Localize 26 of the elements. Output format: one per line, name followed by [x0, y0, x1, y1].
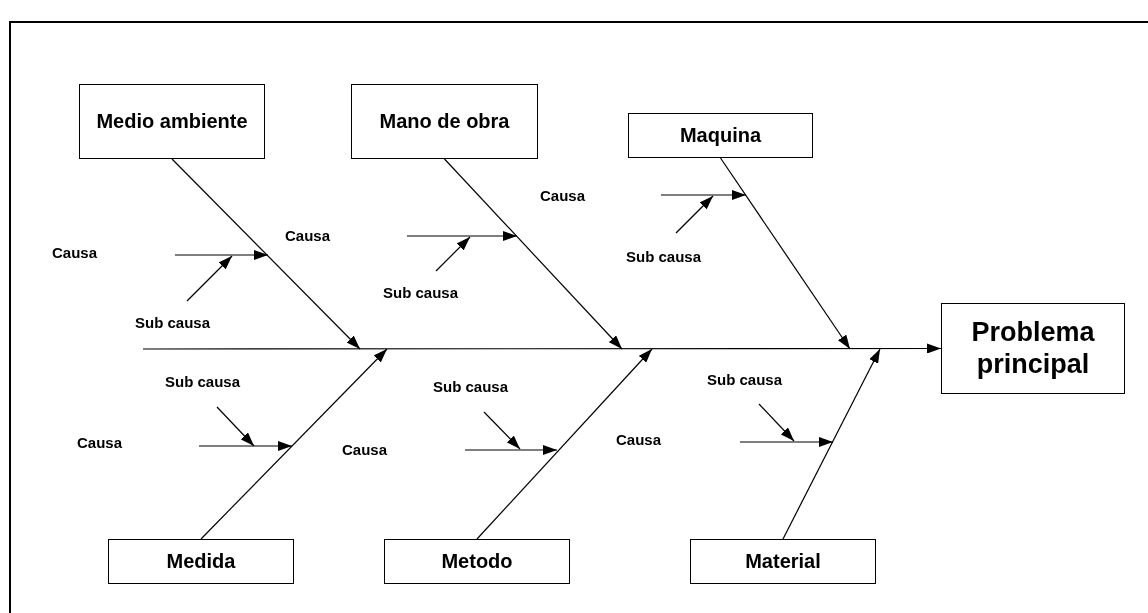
cause-label: Causa [52, 244, 98, 262]
arrow [200, 348, 388, 540]
arrow [142, 343, 942, 354]
cause-label: Causa [616, 431, 662, 449]
arrow [719, 157, 851, 350]
category-box: Medida [108, 539, 294, 584]
category-box: Metodo [384, 539, 570, 584]
cause-label: Causa [77, 434, 123, 452]
arrow [782, 348, 881, 540]
cause-label: Causa [285, 227, 331, 245]
arrow [476, 348, 653, 540]
category-box: Mano de obra [351, 84, 538, 159]
cause-label: Sub causa [135, 314, 211, 332]
category-box: Material [690, 539, 876, 584]
arrow [171, 158, 361, 350]
category-box: Medio ambiente [79, 84, 265, 159]
cause-label: Causa [342, 441, 388, 459]
problem-box: Problema principal [941, 303, 1125, 394]
cause-label: Sub causa [626, 248, 702, 266]
category-box: Maquina [628, 113, 813, 158]
cause-label: Sub causa [165, 373, 241, 391]
cause-label: Sub causa [433, 378, 509, 396]
arrow [443, 158, 623, 350]
cause-label: Sub causa [383, 284, 459, 302]
cause-label: Causa [540, 187, 586, 205]
cause-label: Sub causa [707, 371, 783, 389]
